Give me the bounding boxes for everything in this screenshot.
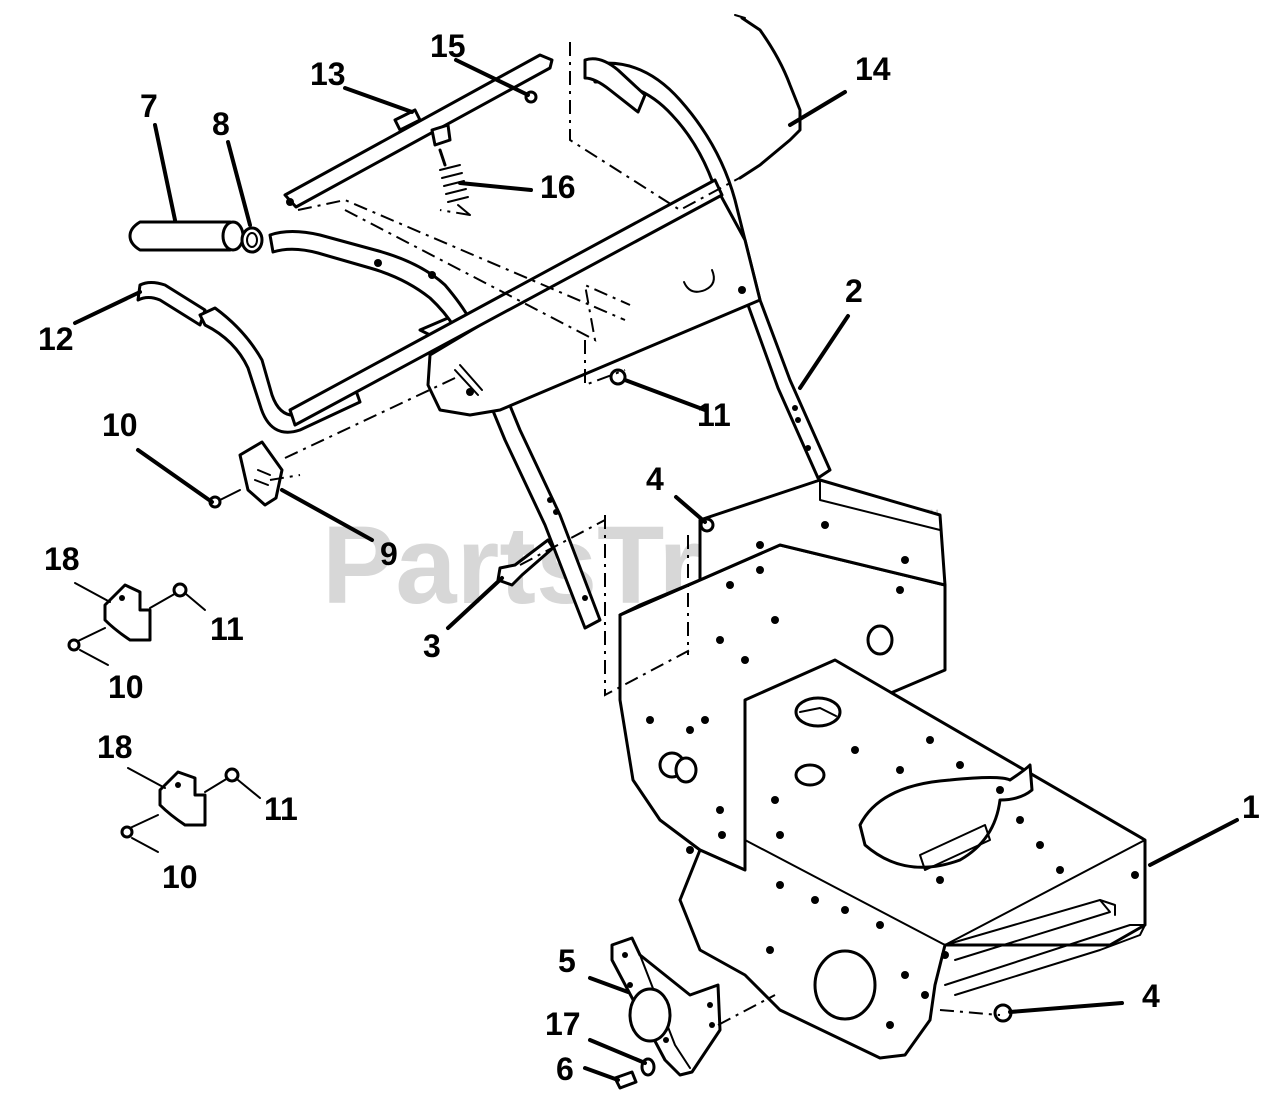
screw-10-switch <box>208 489 241 509</box>
bracket-18-upper <box>67 582 206 666</box>
callout-10-bracket-upper: 10 <box>108 669 144 705</box>
callout-10-switch: 10 <box>102 407 138 443</box>
callout-11-bracket-upper: 11 <box>210 611 244 647</box>
callout-2: 2 <box>845 273 863 309</box>
callout-10-bracket-lower: 10 <box>162 859 198 895</box>
spring <box>430 123 471 216</box>
spacer-bushing <box>240 226 264 254</box>
callout-13: 13 <box>310 56 346 92</box>
nut-11-handle <box>609 368 627 386</box>
alignment-lines <box>269 42 1001 1026</box>
callout-1: 1 <box>1242 789 1260 825</box>
callout-9: 9 <box>380 536 398 572</box>
callout-17: 17 <box>545 1006 581 1042</box>
frame-holes <box>646 521 1139 1029</box>
callout-7: 7 <box>140 88 158 124</box>
bolt-6 <box>613 1070 638 1090</box>
callout-11-bracket-lower: 11 <box>264 791 298 827</box>
callout-18-upper: 18 <box>44 541 80 577</box>
handle-frame <box>418 57 832 630</box>
callout-4-lower: 4 <box>1142 978 1160 1014</box>
callout-3: 3 <box>423 628 441 664</box>
switch <box>238 440 284 507</box>
bracket-18-lower <box>120 767 261 853</box>
callout-18-lower: 18 <box>97 729 133 765</box>
frame-chassis <box>618 478 1147 1060</box>
callout-12: 12 <box>38 321 74 357</box>
callout-11-handle: 11 <box>697 397 731 433</box>
lower-handle-assembly <box>136 178 724 434</box>
callout-4-upper: 4 <box>646 461 664 497</box>
callout-15: 15 <box>430 28 466 64</box>
callout-8: 8 <box>212 106 230 142</box>
control-rod <box>734 14 802 180</box>
callout-5: 5 <box>558 943 576 979</box>
bracket-5 <box>610 936 722 1077</box>
callout-14: 14 <box>855 51 891 87</box>
grip-tube <box>128 220 245 252</box>
callout-6: 6 <box>556 1051 574 1087</box>
callout-labels: 1 2 3 4 4 5 6 7 8 9 10 10 10 11 11 11 12… <box>38 28 1260 1087</box>
leader-lines <box>73 58 1239 1082</box>
callout-16: 16 <box>540 169 576 205</box>
